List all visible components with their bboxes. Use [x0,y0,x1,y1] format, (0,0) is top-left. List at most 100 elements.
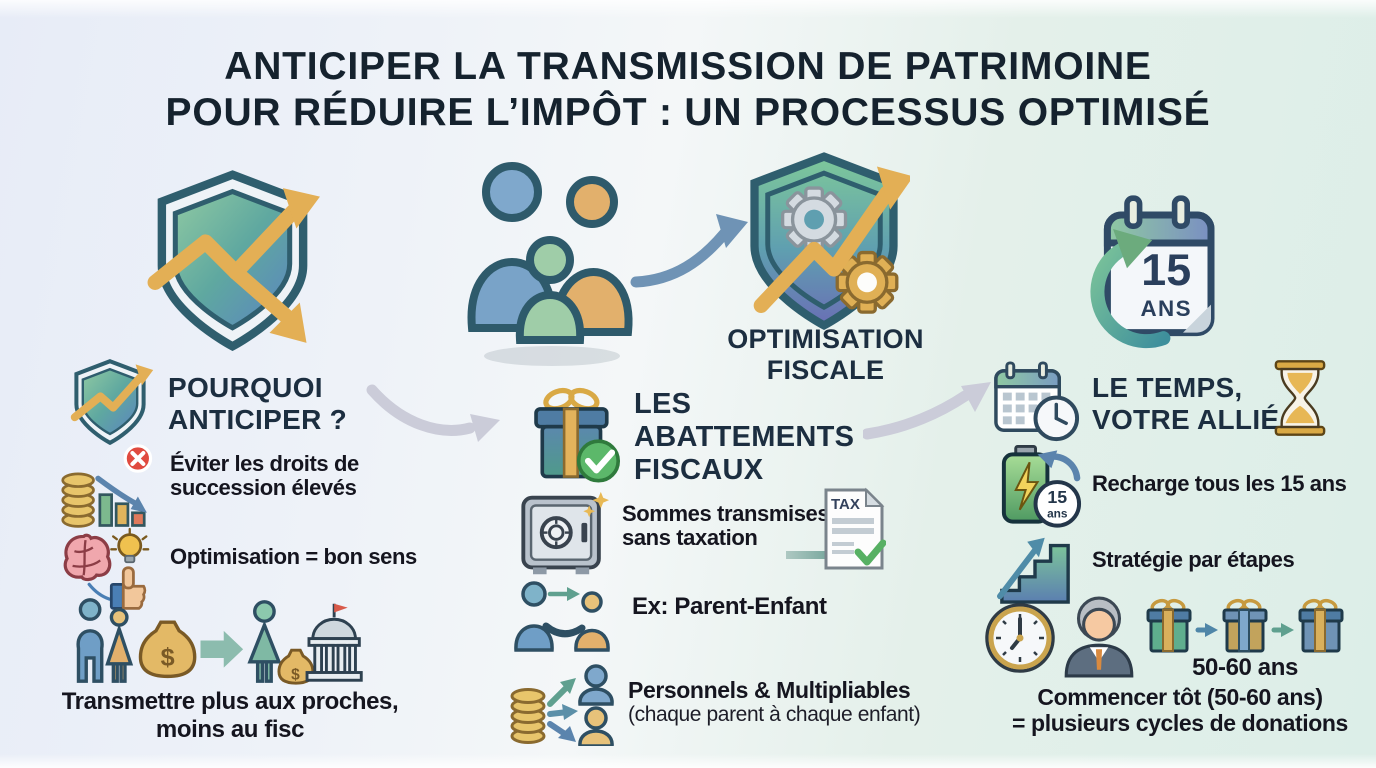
parent1-head [482,162,542,222]
parent-body [514,624,554,652]
gift-ribbon [562,407,579,478]
thumb-hand [121,584,147,610]
gift3 [1298,598,1344,653]
ring2 [1037,361,1048,380]
gift-cycle-label: 50-60 ans [1192,654,1298,681]
link-curve [87,582,112,601]
clock-hand-hour [1054,416,1068,426]
calendar-grid [1002,392,1051,425]
ring1 [1005,361,1016,380]
page-title-line2: POUR RÉDUIRE L’IMPÔT : UN PROCESSUS OPTI… [165,91,1211,135]
safe-dial-inner [548,524,565,541]
shield-small-icon [70,359,154,446]
decline-arrowhead [130,496,147,513]
family-shadow [484,346,620,366]
gold-gear [835,250,899,314]
tax-label: TAX [831,496,860,513]
page-title: ANTICIPER LA TRANSMISSION DE PATRIMOINE … [0,44,1376,136]
growth-arrowhead [876,166,910,210]
x-stroke2 [130,451,146,466]
why-heading: POURQUOI ANTICIPER ? [168,372,348,435]
bulb [117,533,143,559]
transfer-arrow [200,630,244,668]
badge-15 [1033,480,1082,528]
safe-dial-spokes [541,518,571,548]
face [1082,607,1116,642]
temps-item1-text: Recharge tous les 15 ans [1092,471,1347,496]
person1-head [584,664,608,688]
arrow-head [567,587,580,601]
glass [1280,367,1320,429]
doc-lines [832,518,874,554]
coin-stack [510,688,546,744]
brain-bulb-thumb-icon [63,527,150,610]
person2-head [109,607,129,627]
person1-body [578,687,614,706]
person1-body [76,629,104,683]
child-head [526,236,574,284]
tie [1095,649,1103,670]
family-moneybag-bank-icon: $ $ [76,598,363,685]
curve [630,228,730,288]
safe-icon [521,491,610,575]
sparkle1 [592,491,610,509]
safe-handle [581,522,588,543]
optimisation-label: OPTIMISATION FISCALE [688,324,963,386]
person2-body [578,729,614,746]
temps-caption-line2: = plusieurs cycles de donations [1012,710,1348,737]
child-head [581,591,603,613]
temps-item2-text: Stratégie par étapes [1092,547,1295,572]
safe-foot1 [533,567,547,575]
arrowhead-down [269,302,307,343]
temps-caption-line1: Commencer tôt (50-60 ans) [1037,684,1323,710]
abattements-item1-text: Sommes transmises sans taxation [622,501,830,551]
heir-head [253,600,276,623]
abattements-item3-title: Personnels & Multipliables [628,677,911,703]
tax-document-icon: TAX [824,487,886,570]
moneybag-large: $ [138,620,197,679]
why-caption-line2: moins au fisc [155,715,305,743]
gift-cycle-icon [1146,598,1344,653]
gift2 [1222,598,1268,653]
bulb-base [124,554,136,564]
heir-body [247,620,282,683]
cycle-arrow [1090,238,1171,349]
calendar-15-years-icon: 15 ANS [1090,195,1215,349]
swoosh-head [961,382,991,412]
cycle-arrowhead2 [1281,623,1294,637]
clock-center [1016,634,1024,642]
safe-foot2 [575,567,590,575]
swoosh-arrow-left-icon [366,384,500,442]
bar-green [98,493,113,527]
hourglass-icon [1274,360,1326,436]
gift-check-icon [534,387,621,483]
person2-body [105,623,134,683]
handshake-arms [542,622,586,638]
person1-head [78,598,102,621]
parent-head [521,581,547,607]
sparkle2 [583,505,595,518]
calendar-unit: ANS [1140,296,1191,321]
swoosh-arrow-right-icon [863,382,991,440]
sand-bottom [1285,405,1315,424]
bulb-rays [110,527,150,551]
badge-unit: ans [1047,507,1068,521]
abattements-item3: Personnels & Multipliables (chaque paren… [628,677,928,727]
moneybag-small: $ [277,648,315,685]
distribution-arrows [547,678,578,742]
parent-child-handshake-icon [514,581,610,652]
child-body [515,291,585,344]
why-item1-text: Éviter les droits de succession élevés [170,451,359,501]
check-mark [584,449,616,474]
moneybag-small-symbol: $ [291,666,300,683]
shield-growth-icon [147,170,320,352]
abattements-heading: LES ABATTEMENTS FISCAUX [634,388,855,487]
abattements-item2-text: Ex: Parent-Enfant [632,593,827,620]
swoosh [366,384,476,436]
arrowhead [716,214,748,248]
coins-decline-x-icon [61,444,153,528]
doc-check [854,539,886,566]
brain [63,533,112,582]
senior-man-icon [1064,596,1134,678]
clock-icon [985,603,1055,673]
